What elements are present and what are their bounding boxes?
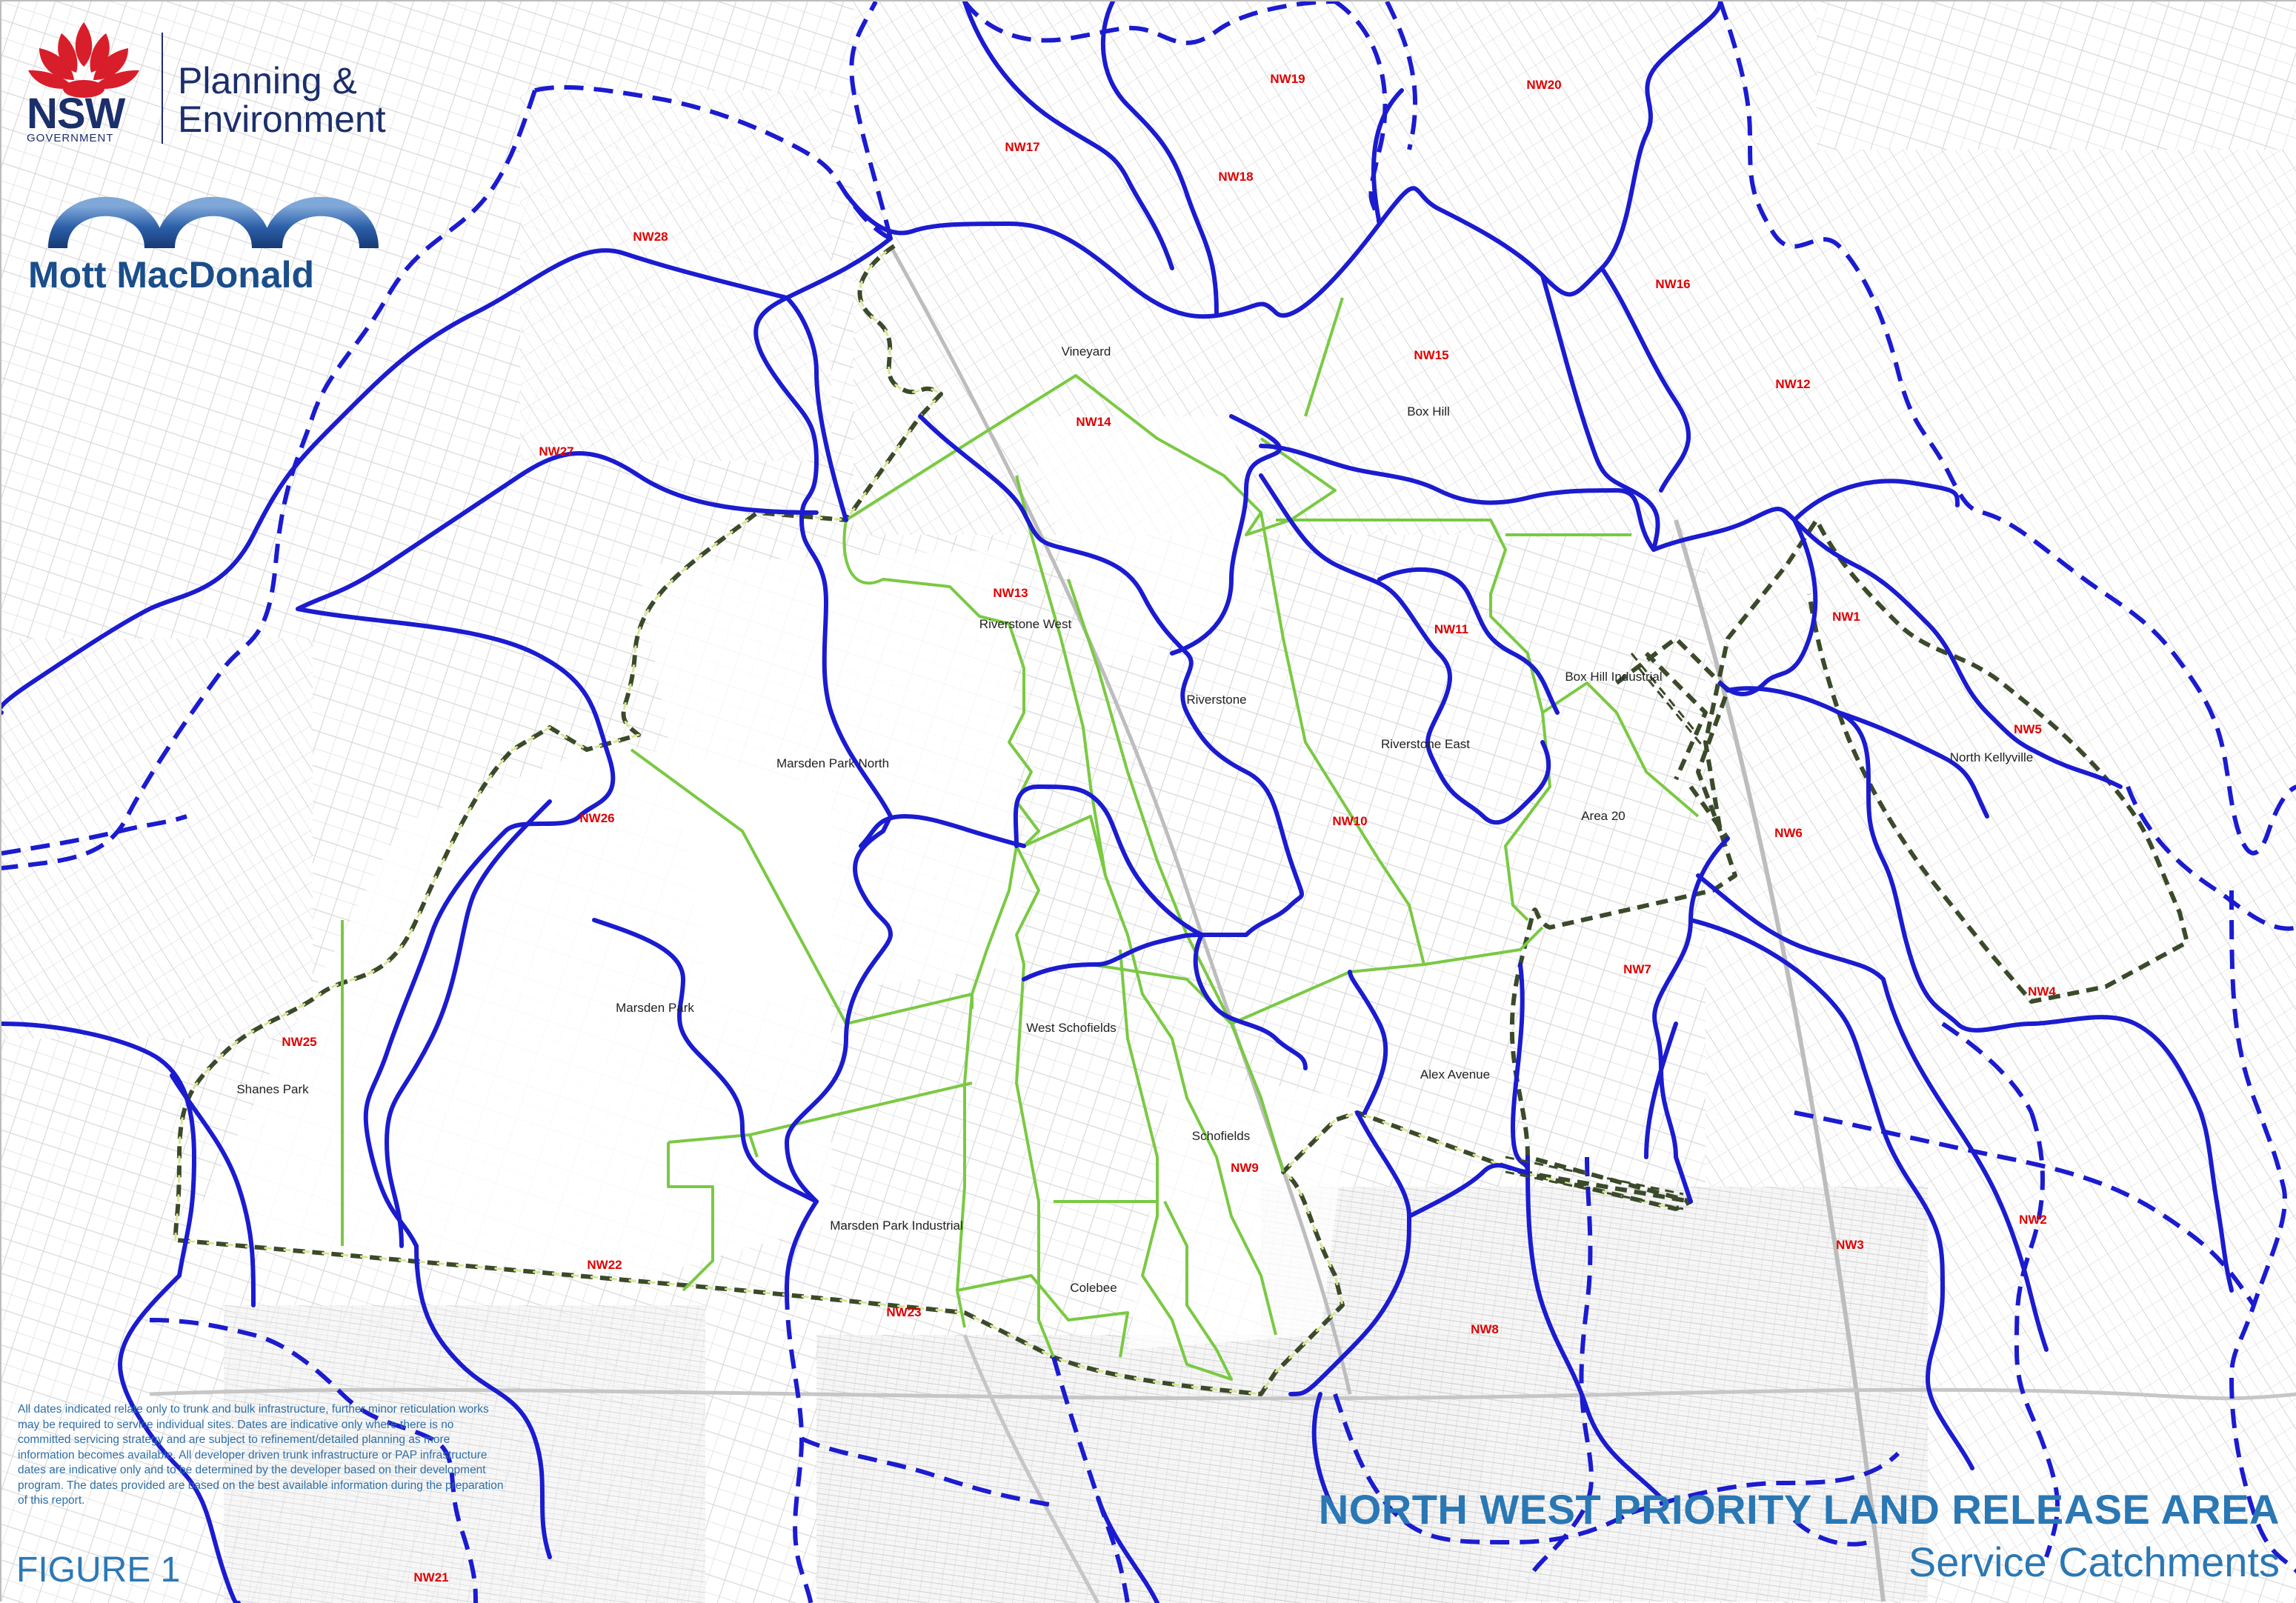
disclaimer-text: All dates indicated relate only to trunk… — [18, 1403, 504, 1507]
place-label-marsden-park-north[interactable]: Marsden Park North — [776, 756, 889, 770]
catchment-label-nw14[interactable]: NW14 — [1076, 415, 1111, 429]
department-name-line2: Environment — [178, 99, 386, 140]
catchment-label-nw28[interactable]: NW28 — [633, 230, 668, 244]
place-label-marsden-park-industrial[interactable]: Marsden Park Industrial — [830, 1219, 963, 1233]
catchment-label-nw10[interactable]: NW10 — [1332, 814, 1367, 828]
catchment-label-nw15[interactable]: NW15 — [1414, 348, 1448, 362]
catchment-label-nw4[interactable]: NW4 — [2028, 984, 2056, 999]
catchment-label-nw20[interactable]: NW20 — [1526, 78, 1561, 92]
catchment-label-nw18[interactable]: NW18 — [1218, 170, 1253, 184]
catchment-label-nw8[interactable]: NW8 — [1471, 1322, 1499, 1336]
catchment-label-nw23[interactable]: NW23 — [886, 1305, 921, 1319]
mott-macdonald-logo: Mott MacDonald — [28, 170, 413, 296]
place-label-area-20[interactable]: Area 20 — [1581, 809, 1625, 823]
catchment-label-nw17[interactable]: NW17 — [1005, 140, 1039, 154]
catchment-label-nw19[interactable]: NW19 — [1270, 72, 1305, 86]
map-title-block: NORTH WEST PRIORITY LAND RELEASE AREA Se… — [1319, 1485, 2280, 1586]
catchment-label-nw12[interactable]: NW12 — [1775, 377, 1810, 391]
mott-macdonald-wordmark: Mott MacDonald — [28, 254, 315, 296]
place-label-alex-avenue[interactable]: Alex Avenue — [1420, 1067, 1490, 1082]
catchment-label-nw21[interactable]: NW21 — [413, 1570, 448, 1584]
catchment-label-nw22[interactable]: NW22 — [587, 1258, 622, 1272]
place-label-marsden-park[interactable]: Marsden Park — [616, 1001, 694, 1015]
catchment-label-nw11[interactable]: NW11 — [1434, 622, 1468, 636]
place-label-box-hill[interactable]: Box Hill — [1407, 404, 1450, 419]
catchment-label-nw7[interactable]: NW7 — [1623, 962, 1651, 976]
catchment-boundaries-inner — [1, 1, 2234, 1603]
catchment-label-nw27[interactable]: NW27 — [539, 444, 573, 459]
figure-label: FIGURE 1 — [16, 1550, 181, 1590]
place-label-schofields[interactable]: Schofields — [1192, 1129, 1250, 1143]
nsw-government-logo: NSW GOVERNMENT Planning & Environment — [21, 15, 436, 144]
place-label-shanes-park[interactable]: Shanes Park — [236, 1082, 309, 1096]
rail-corridor — [1505, 653, 1707, 1210]
place-label-riverstone-east[interactable]: Riverstone East — [1381, 737, 1470, 751]
map-subtitle: Service Catchments — [1908, 1539, 2280, 1585]
arches-icon — [48, 196, 379, 250]
place-label-west-schofields[interactable]: West Schofields — [1026, 1021, 1117, 1035]
catchment-labels: NW1NW2NW3NW4NW5NW6NW7NW8NW9NW10NW11NW12N… — [282, 72, 2056, 1584]
catchment-label-nw6[interactable]: NW6 — [1774, 826, 1803, 840]
place-label-box-hill-industrial[interactable]: Box Hill Industrial — [1565, 670, 1662, 684]
place-label-vineyard[interactable]: Vineyard — [1062, 344, 1111, 359]
department-name-line1: Planning & — [178, 60, 357, 101]
catchment-label-nw1[interactable]: NW1 — [1832, 610, 1860, 624]
place-label-riverstone[interactable]: Riverstone — [1186, 693, 1246, 707]
nsw-government-text: GOVERNMENT — [27, 132, 114, 144]
catchment-label-nw16[interactable]: NW16 — [1655, 277, 1690, 291]
logo-divider — [162, 33, 163, 144]
catchment-label-nw9[interactable]: NW9 — [1231, 1161, 1259, 1175]
map-title: NORTH WEST PRIORITY LAND RELEASE AREA — [1318, 1486, 2280, 1533]
place-label-riverstone-west[interactable]: Riverstone West — [979, 617, 1072, 631]
catchment-label-nw13[interactable]: NW13 — [993, 586, 1028, 600]
waratah-icon — [28, 22, 139, 98]
catchment-label-nw3[interactable]: NW3 — [1836, 1238, 1864, 1252]
precinct-boundaries — [341, 297, 1700, 1381]
catchment-label-nw25[interactable]: NW25 — [282, 1035, 316, 1049]
logo-area: NSW GOVERNMENT Planning & Environment Mo… — [21, 15, 436, 296]
catchment-label-nw5[interactable]: NW5 — [2014, 722, 2042, 736]
place-label-colebee[interactable]: Colebee — [1070, 1281, 1117, 1295]
release-area-boundary — [173, 244, 2189, 1396]
nsw-wordmark: NSW — [27, 90, 125, 138]
catchment-label-nw2[interactable]: NW2 — [2019, 1213, 2047, 1227]
catchment-label-nw26[interactable]: NW26 — [579, 811, 614, 825]
place-label-north-kellyville[interactable]: North Kellyville — [1950, 750, 2033, 764]
